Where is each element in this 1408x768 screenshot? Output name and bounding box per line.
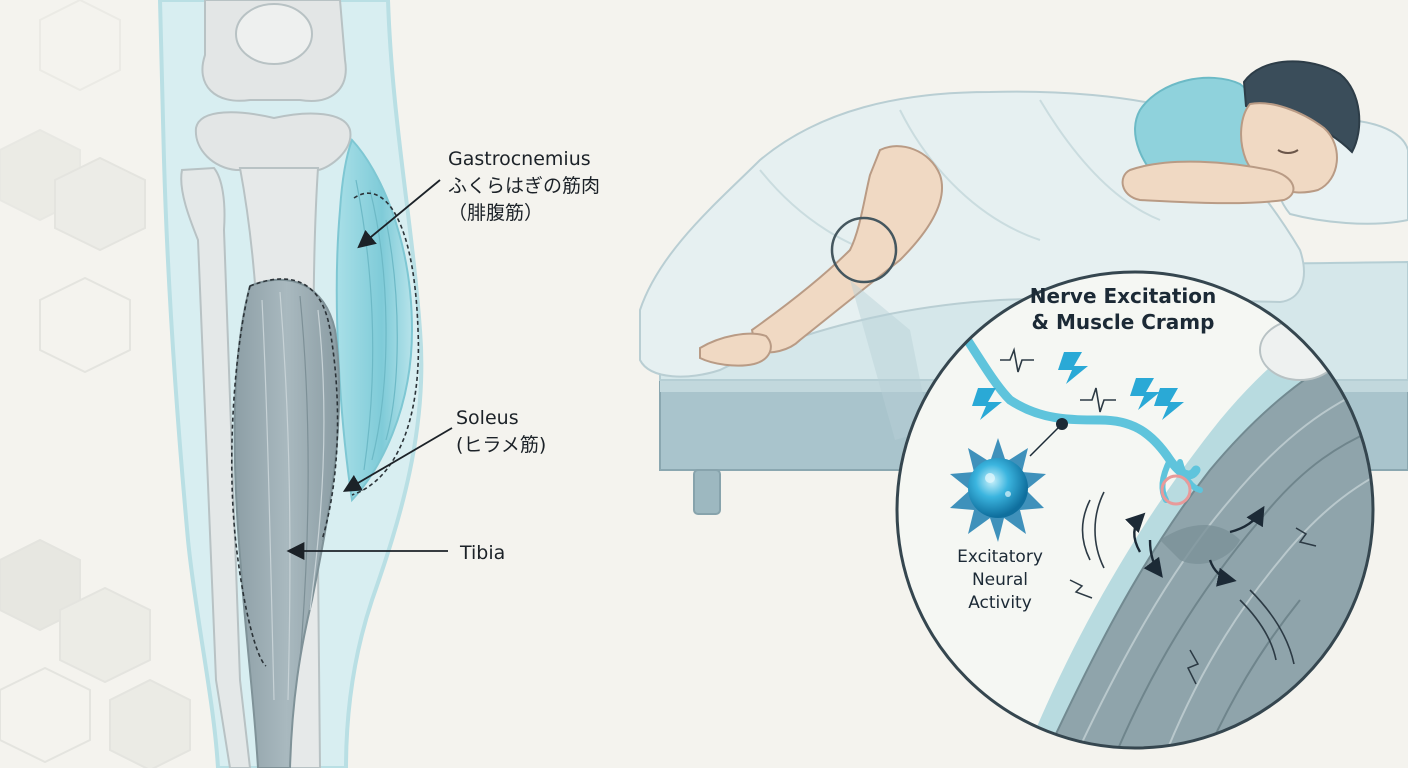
- soleus-label: Soleus (ヒラメ筋): [456, 405, 546, 459]
- arm: [1121, 160, 1295, 205]
- inset-title-line-1: Nerve Excitation: [1029, 284, 1217, 308]
- tibia-head: [194, 111, 352, 171]
- hexagon-pattern: [0, 0, 191, 768]
- neuron-label-line-1: Excitatory: [957, 547, 1043, 567]
- spark-icon: [1154, 388, 1184, 420]
- excitatory-neuron: [950, 438, 1046, 542]
- soleus-label-en: Soleus: [456, 407, 519, 429]
- tibia-label: Tibia: [460, 542, 506, 564]
- person-leg: [750, 145, 943, 354]
- neuron-label-line-2: Neural: [971, 570, 1029, 590]
- inset-frame: [895, 270, 1375, 750]
- inset-title-line-2: & Muscle Cramp: [1031, 310, 1215, 334]
- gastrocnemius-muscle: [335, 138, 414, 503]
- fibula-bone: [180, 166, 252, 768]
- gastrocnemius-label-ja: ふくらはぎの筋肉: [448, 175, 601, 197]
- gastrocnemius-label: Gastrocnemius ふくらはぎの筋肉 （腓腹筋）: [448, 146, 600, 227]
- soleus-dashed-outline: [230, 278, 339, 667]
- calf-highlight-circle: [830, 216, 898, 284]
- leg-anatomy: [157, 0, 453, 768]
- neuron-label: Excitatory Neural Activity: [930, 546, 1070, 615]
- neuron-label-line-3: Activity: [968, 593, 1032, 613]
- patella: [235, 3, 313, 65]
- nerve-ending: [1160, 474, 1192, 506]
- soleus-muscle: [233, 278, 341, 768]
- soleus-outline: [351, 192, 420, 496]
- gastrocnemius-label-ja-sub: （腓腹筋）: [448, 202, 544, 224]
- zoom-beam: [850, 280, 930, 440]
- spark-icon: [1058, 352, 1088, 384]
- spark-icon: [1130, 378, 1160, 410]
- foot: [699, 332, 772, 367]
- inset-title: Nerve Excitation & Muscle Cramp: [1000, 283, 1246, 335]
- soleus-arrow: [342, 427, 453, 492]
- magnifier-inset: [895, 270, 1375, 750]
- spark-icon: [972, 388, 1002, 420]
- gastrocnemius-arrow: [357, 179, 441, 249]
- nerve-fiber: [935, 295, 1201, 480]
- soleus-label-ja: (ヒラメ筋): [456, 434, 547, 456]
- bed-leg: [693, 469, 721, 515]
- gastrocnemius-label-en: Gastrocnemius: [448, 148, 591, 170]
